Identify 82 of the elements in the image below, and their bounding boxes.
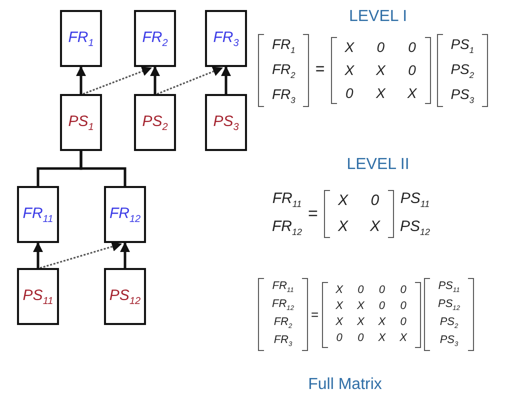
process-box <box>205 10 247 67</box>
connector-line <box>80 151 126 186</box>
arrow <box>221 66 231 94</box>
matrix-entry: 0 <box>378 300 386 314</box>
matrix-entry: X <box>378 332 386 346</box>
matrix-entry: 0 <box>345 84 354 102</box>
matrix-entry: X <box>336 316 343 330</box>
matrix-entry: X <box>344 39 354 56</box>
section-heading: Full Matrix <box>308 376 382 394</box>
process-box <box>17 186 59 243</box>
matrix-entry: 0 <box>376 39 385 56</box>
process-box <box>104 268 146 325</box>
box-label: FR$_{12}$ <box>109 204 141 224</box>
box-label: FR$_{3}$ <box>213 28 239 48</box>
matrix-entry: 0 <box>400 300 406 314</box>
box-label: FR$_{2}$ <box>142 28 168 48</box>
section-heading: LEVEL I <box>348 8 408 26</box>
matrix-entry: PS$_{11}$ <box>438 280 460 296</box>
matrix-entry: 0 <box>370 192 380 210</box>
dotted-arrow <box>156 66 223 95</box>
matrix-entry: 0 <box>336 332 342 346</box>
matrix-entry: FR$_{12}$ <box>272 298 294 314</box>
matrix-entry: X <box>344 62 354 79</box>
matrix-entry: 0 <box>408 39 416 56</box>
process-box <box>104 186 146 243</box>
equals-sign: = <box>311 307 319 322</box>
arrow <box>120 242 130 268</box>
matrix-entry: 0 <box>408 62 416 79</box>
equals-sign: = <box>308 204 318 224</box>
process-box <box>60 10 102 67</box>
matrix-entry: X <box>338 192 348 210</box>
matrix-entry: X <box>400 332 407 346</box>
section-heading: LEVEL II <box>346 156 410 174</box>
matrix-entry: PS$_{2}$ <box>440 316 458 332</box>
box-label: PS$_{1}$ <box>68 112 94 132</box>
box-label: PS$_{2}$ <box>142 112 168 132</box>
equals-sign: = <box>315 61 325 80</box>
matrix-entry: X <box>336 284 343 297</box>
matrix-entry: PS$_{2}$ <box>450 60 474 80</box>
arrow <box>33 242 43 268</box>
matrix-entry: FR$_{12}$ <box>272 218 302 238</box>
matrix-entry: 0 <box>358 332 364 346</box>
matrix-entry: X <box>376 62 386 79</box>
box-label: FR$_{11}$ <box>22 204 54 224</box>
matrix-entry: X <box>370 218 380 236</box>
matrix-entry: X <box>356 316 364 330</box>
matrix-entry: FR$_{2}$ <box>274 316 292 332</box>
matrix-entry: PS$_{12}$ <box>400 218 430 238</box>
dotted-arrow <box>40 242 122 269</box>
box-label: PS$_{3}$ <box>213 112 239 132</box>
box-label: PS$_{12}$ <box>109 286 141 306</box>
matrix-entry: 0 <box>358 284 364 297</box>
matrix-entry: X <box>407 84 417 102</box>
matrix-entry: 0 <box>400 284 406 297</box>
matrix-entry: PS$_{1}$ <box>450 36 474 55</box>
matrix-entry: 0 <box>378 284 386 297</box>
box-label: PS$_{11}$ <box>22 286 54 306</box>
matrix-entry: FR$_{1}$ <box>272 36 296 55</box>
matrix-entry: X <box>376 84 386 102</box>
matrix-entry: PS$_{3}$ <box>450 86 474 105</box>
process-box <box>205 94 247 151</box>
process-box <box>134 94 176 151</box>
matrix-entry: X <box>338 218 348 236</box>
arrow <box>150 66 160 94</box>
matrix-entry: PS$_{3}$ <box>440 334 458 350</box>
matrix-entry: X <box>336 300 343 314</box>
matrix-entry: X <box>378 316 386 330</box>
matrix-entry: PS$_{12}$ <box>438 298 460 314</box>
matrix-entry: FR$_{2}$ <box>272 60 296 80</box>
process-box <box>60 94 102 151</box>
dotted-arrow <box>82 66 152 95</box>
matrix-entry: FR$_{11}$ <box>272 280 294 296</box>
process-box <box>17 268 59 325</box>
matrix-entry: X <box>356 300 364 314</box>
matrix-entry: FR$_{3}$ <box>272 86 296 105</box>
process-box <box>134 10 176 67</box>
matrix-entry: PS$_{11}$ <box>400 190 430 210</box>
matrix-entry: 0 <box>400 316 406 330</box>
matrix-entry: FR$_{11}$ <box>272 190 302 210</box>
arrow <box>76 66 86 94</box>
matrix-entry: FR$_{3}$ <box>274 334 292 350</box>
box-label: FR$_{1}$ <box>68 28 94 48</box>
